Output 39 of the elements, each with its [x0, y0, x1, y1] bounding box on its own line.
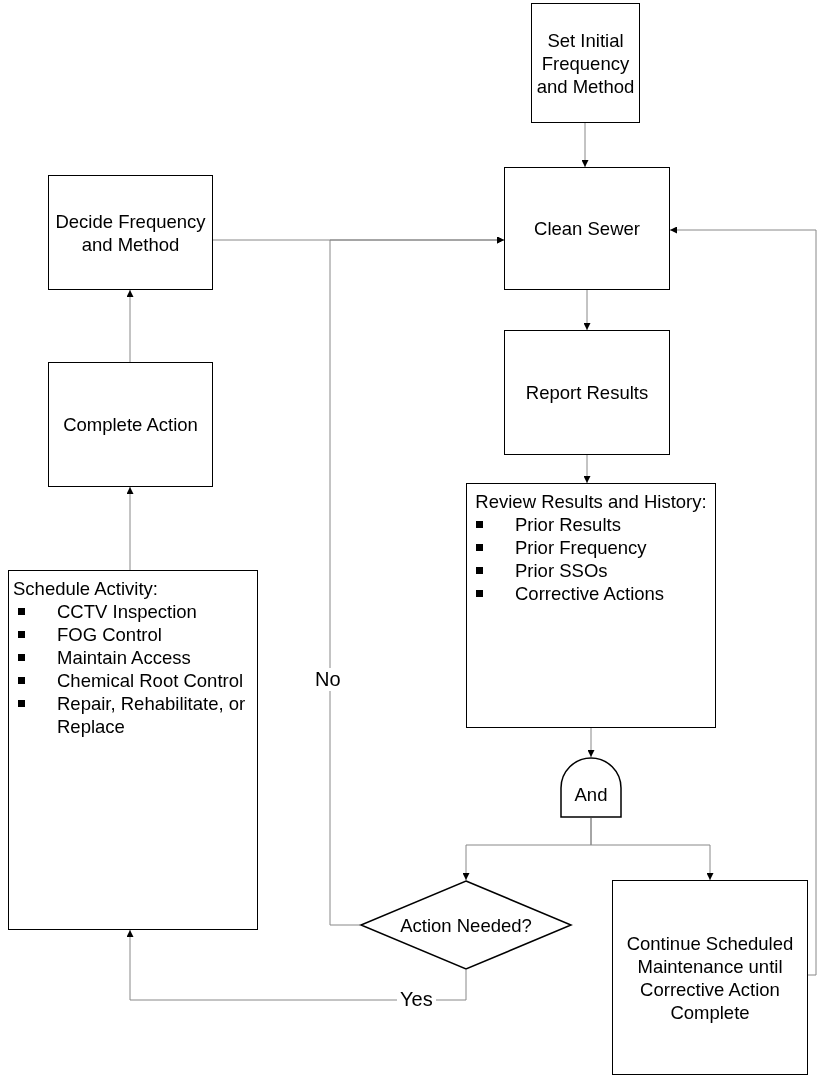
node-label: Continue Scheduled Maintenance until Corrective Action Complete	[625, 931, 795, 1024]
process-box	[504, 167, 670, 290]
process-box	[531, 3, 640, 123]
node-label: Decide Frequency and Method	[54, 209, 207, 256]
arrow	[126, 929, 467, 1001]
bullet-item: Prior Results	[471, 513, 711, 536]
node-label: Complete Action	[62, 413, 199, 436]
node-label: Report Results	[524, 381, 650, 404]
bullet-item: CCTV Inspection	[13, 600, 253, 623]
node-label: And	[573, 783, 609, 806]
process-box	[48, 175, 213, 290]
bullet-item: Corrective Actions	[471, 582, 711, 605]
bullet-item: Maintain Access	[13, 646, 253, 669]
decision-diamond	[360, 880, 572, 970]
arrow	[126, 289, 134, 363]
process-box	[466, 483, 716, 728]
list-heading: Schedule Activity:	[13, 577, 159, 600]
node-label: Action Needed?	[399, 913, 533, 937]
bullet-item: Repair, Rehabilitate, or Replace	[13, 692, 253, 738]
arrow	[669, 226, 817, 976]
node-label: Set Initial Frequency and Method	[536, 28, 635, 98]
list-heading: Review Results and History:	[474, 490, 708, 513]
bullet-item: FOG Control	[13, 623, 253, 646]
arrow	[590, 817, 714, 881]
arrow	[583, 454, 591, 484]
bullet-item: Prior Frequency	[471, 536, 711, 559]
arrow	[587, 727, 595, 758]
arrow	[126, 486, 134, 571]
bullet-item: Prior SSOs	[471, 559, 711, 582]
bullet-item: Chemical Root Control	[13, 669, 253, 692]
arrow	[212, 236, 505, 244]
and-gate	[560, 757, 622, 818]
node-label: Clean Sewer	[533, 217, 641, 240]
arrow	[581, 122, 589, 168]
process-box	[612, 880, 808, 1075]
process-box	[8, 570, 258, 930]
process-box	[504, 330, 670, 455]
process-box	[48, 362, 213, 487]
arrow	[583, 289, 591, 331]
